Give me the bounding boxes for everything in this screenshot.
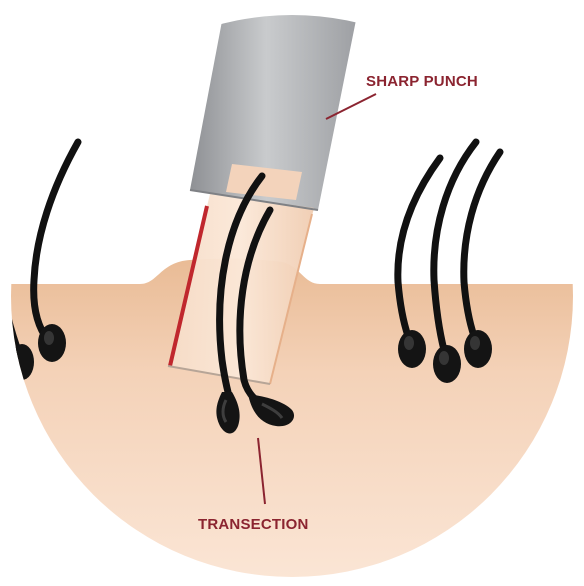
skin-layer [0,259,584,586]
sharp-punch-label: SHARP PUNCH [366,73,478,90]
transection-label: TRANSECTION [198,516,309,533]
